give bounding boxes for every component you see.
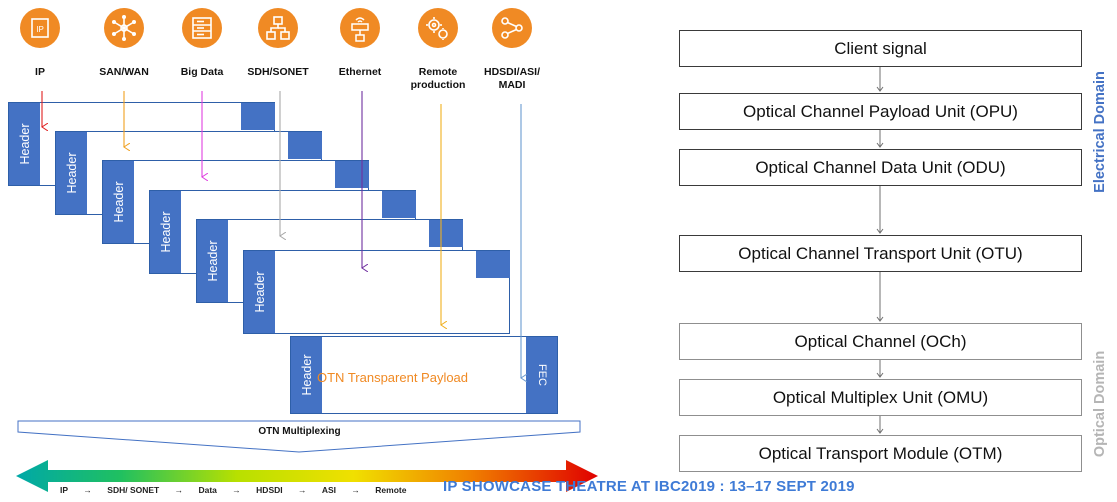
- frame-overhead-block: [429, 220, 463, 247]
- layer-otu: Optical Channel Transport Unit (OTU): [679, 235, 1082, 272]
- frame-header: Header: [197, 220, 228, 302]
- layer-otm: Optical Transport Module (OTM): [679, 435, 1082, 472]
- optical-domain-label: Optical Domain: [1092, 350, 1108, 458]
- source-label-big-data: Big Data: [180, 66, 224, 78]
- layer-och: Optical Channel (OCh): [679, 323, 1082, 360]
- ethernet-router-icon: [340, 8, 380, 48]
- arrow-separator: →: [232, 485, 241, 495]
- bottom-item: IP: [60, 485, 69, 495]
- frame-header: Header: [9, 103, 40, 185]
- frame-header: Header: [150, 191, 181, 273]
- layer-client-signal: Client signal: [679, 30, 1082, 67]
- frame-overhead-block: [382, 191, 416, 218]
- arrow-separator: →: [174, 485, 184, 495]
- spectrum-double-arrow: [16, 460, 598, 492]
- fec-block: FEC: [526, 337, 557, 413]
- bottom-item: SDH/ SONET: [107, 485, 160, 495]
- bottom-item: ASI: [321, 485, 337, 495]
- frame-overhead-block: [335, 161, 369, 188]
- arrow-separator: →: [298, 485, 307, 495]
- payload-label: OTN Transparent Payload: [317, 370, 469, 385]
- layer-omu: Optical Multiplex Unit (OMU): [679, 379, 1082, 416]
- frame-header: Header: [103, 161, 134, 243]
- otn-frame: Header: [243, 250, 510, 334]
- source-label-ip: IP: [35, 66, 45, 78]
- bottom-item: HDSDI: [256, 485, 283, 495]
- electrical-domain-label: Electrical Domain: [1092, 71, 1108, 193]
- source-label-san-wan: SAN/WAN: [99, 66, 149, 78]
- hierarchy-icon: [258, 8, 298, 48]
- arrow-separator: →: [351, 485, 360, 495]
- frame-header: Header: [291, 337, 322, 413]
- source-arrows: [0, 91, 620, 420]
- otn-multiplexing-funnel: [17, 420, 581, 453]
- arrow-separator: →: [83, 485, 92, 495]
- frame-header: Header: [244, 251, 275, 333]
- source-label-ethernet: Ethernet: [338, 66, 382, 78]
- source-label-hdsdi-asi-madi: HDSDI/ASI/ MADI: [483, 66, 540, 91]
- ip-icon: IP: [20, 8, 60, 48]
- bottom-item: Data: [198, 485, 217, 495]
- frame-header: Header: [56, 132, 87, 214]
- source-label-remote-production: Remote production: [410, 66, 466, 91]
- bottom-signal-row: IP → SDH/ SONET → Data → HDSDI → ASI → R…: [60, 485, 406, 495]
- frame-overhead-block: [288, 132, 322, 159]
- gears-icon: [418, 8, 458, 48]
- server-icon: [182, 8, 222, 48]
- network-nodes-icon: [104, 8, 144, 48]
- svg-text:IP: IP: [36, 25, 44, 34]
- bottom-item: Remote: [375, 485, 407, 495]
- source-label-sdh-sonet: SDH/SONET: [247, 66, 309, 78]
- layer-opu: Optical Channel Payload Unit (OPU): [679, 93, 1082, 130]
- layer-connectors: [876, 67, 884, 434]
- frame-overhead-block: [241, 103, 275, 130]
- layer-odu: Optical Channel Data Unit (ODU): [679, 149, 1082, 186]
- otn-multiplexing-label: OTN Multiplexing: [258, 426, 341, 437]
- showcase-footer: IP SHOWCASE THEATRE AT IBC2019 : 13–17 S…: [443, 478, 855, 495]
- frame-overhead-block: [476, 251, 510, 278]
- otn-frame-front: Header OTN Transparent Payload FEC: [290, 336, 558, 414]
- share-icon: [492, 8, 532, 48]
